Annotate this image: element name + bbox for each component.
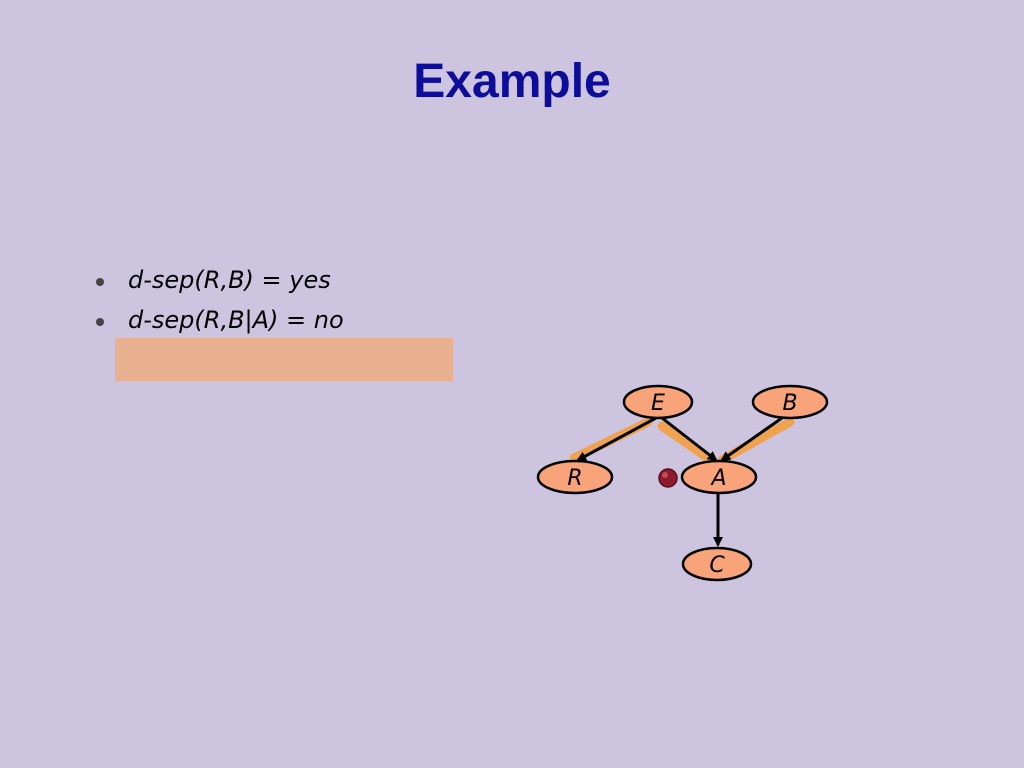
bullet-list: d-sep(R,B) = yes d-sep(R,B|A) = no (92, 262, 344, 342)
node-b: B (751, 384, 829, 420)
edges (576, 416, 783, 547)
node-e: E (622, 384, 694, 420)
bullet-dot-icon (96, 318, 104, 326)
node-r: R (536, 459, 614, 495)
slide-title: Example (413, 55, 611, 108)
node-c: C (681, 546, 753, 582)
node-label-a: A (709, 466, 726, 491)
edge-e-r (576, 416, 657, 462)
observed-marker-icon (658, 468, 678, 488)
bullet-item: d-sep(R,B|A) = no (92, 302, 344, 342)
node-label-r: R (567, 466, 582, 491)
bullet-text: d-sep(R,B) = yes (128, 266, 331, 294)
bullet-dot-icon (96, 278, 104, 286)
edge-e-a (661, 416, 718, 462)
active-path-highlight (569, 417, 795, 465)
node-label-c: C (709, 553, 725, 578)
highlight-box (115, 338, 453, 381)
edge-b-a (720, 416, 783, 462)
node-label-b: B (782, 391, 797, 416)
bullet-text: d-sep(R,B|A) = no (128, 306, 344, 334)
bullet-item: d-sep(R,B) = yes (92, 262, 344, 302)
highlight-e-a (657, 421, 713, 463)
node-a: A (680, 459, 758, 495)
node-label-e: E (651, 391, 665, 416)
